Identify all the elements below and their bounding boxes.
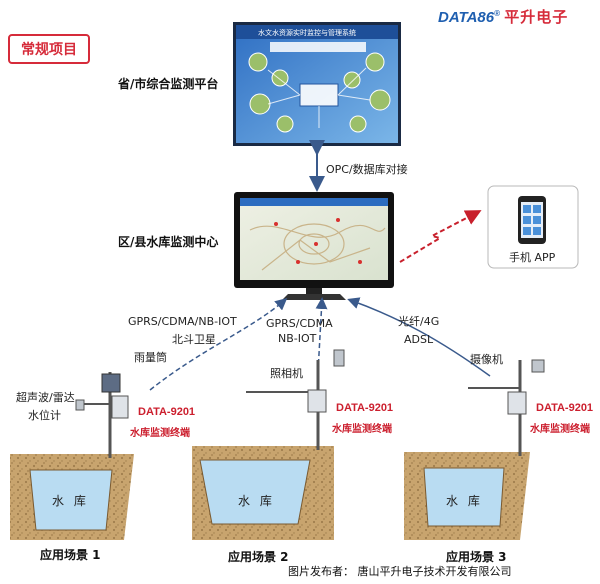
sensor-camera: 照相机	[270, 367, 303, 380]
comm-left-1: GPRS/CDMA/NB-IOT	[128, 315, 237, 328]
uplink-scene-3	[347, 297, 491, 377]
scene-2-reservoir	[192, 446, 334, 540]
terminal-name-1: 水库监测终端	[130, 428, 190, 439]
image-credit: 图片发布者： 唐山平升电子技术开发有限公司	[288, 565, 512, 578]
comm-left-2: 北斗卫星	[172, 333, 216, 346]
terminal-name-2: 水库监测终端	[332, 424, 392, 435]
comm-mid-1: GPRS/CDMA	[266, 317, 333, 330]
platform-video-wall	[233, 22, 401, 146]
uplink-scene-1	[149, 298, 288, 391]
center-label: 区/县水库监测中心	[118, 235, 219, 249]
comm-mid-2: NB-IOT	[278, 332, 317, 345]
brand-cn: 平升电子	[504, 8, 569, 26]
phone-device	[487, 185, 579, 269]
mobile-link-arrow	[399, 210, 482, 263]
sensor-level-2: 水位计	[28, 409, 61, 422]
brand-reg: ®	[494, 9, 501, 18]
brand-logo: DATA86® 平升电子	[438, 6, 568, 27]
scene-1-reservoir	[10, 454, 134, 540]
sensor-level-1: 超声波/雷达	[16, 391, 75, 404]
terminal-model-3: DATA-9201	[536, 402, 594, 414]
reservoir-label-3: 水 库	[446, 494, 483, 508]
opc-link-label: OPC/数据库对接	[326, 163, 408, 176]
scene-3-reservoir	[404, 452, 530, 540]
brand-en: DATA86	[438, 9, 495, 26]
project-badge: 常规项目	[8, 34, 90, 64]
sensor-rain-gauge: 雨量筒	[134, 351, 167, 364]
sensor-video: 摄像机	[470, 353, 503, 366]
scene-label-3: 应用场景 3	[446, 550, 507, 564]
app-label: 手机 APP	[509, 251, 556, 264]
comm-right-2: ADSL	[404, 333, 434, 346]
platform-screen-title: 水文水资源实时监控与管理系统	[258, 29, 356, 37]
scene-2-station	[246, 349, 345, 450]
scene-label-2: 应用场景 2	[228, 550, 289, 564]
center-monitor	[234, 192, 394, 300]
scene-1-station	[75, 372, 129, 458]
terminal-name-3: 水库监测终端	[530, 424, 590, 435]
reservoir-label-1: 水 库	[52, 494, 89, 508]
terminal-model-2: DATA-9201	[336, 402, 394, 414]
terminal-model-1: DATA-9201	[138, 406, 196, 418]
scene-3-station	[468, 359, 545, 456]
comm-right-1: 光纤/4G	[398, 315, 440, 328]
scene-label-1: 应用场景 1	[40, 548, 101, 562]
reservoir-label-2: 水 库	[238, 494, 275, 508]
platform-label: 省/市综合监测平台	[118, 77, 219, 91]
